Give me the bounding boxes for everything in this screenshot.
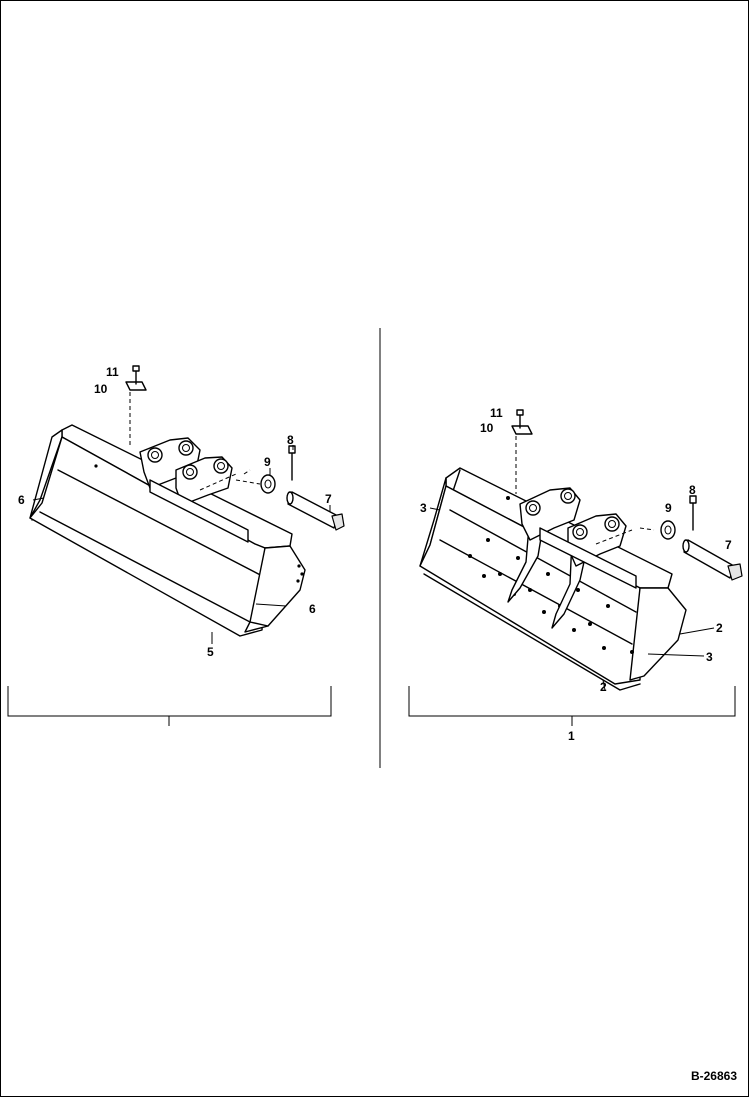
left-assembly-bracket [7, 686, 332, 717]
callout-11-left: 11 [106, 365, 119, 379]
right-assembly-bracket [408, 686, 736, 717]
callout-2-right-a: 2 [716, 621, 723, 635]
callout-2-right-b: 2 [600, 680, 607, 694]
right-bucket-drawing [419, 409, 743, 691]
callout-6-left-b: 6 [309, 602, 316, 616]
callout-8-left: 8 [287, 433, 294, 447]
callout-7-right: 7 [725, 538, 732, 552]
callout-9-right: 9 [665, 501, 672, 515]
callout-10-left: 10 [94, 382, 108, 396]
callout-5-left: 5 [207, 645, 214, 659]
callout-7-left: 7 [325, 492, 332, 506]
callout-3-right-a: 3 [420, 501, 427, 515]
callout-6-left-a: 6 [18, 493, 25, 507]
callout-8-right: 8 [689, 483, 696, 497]
callout-11-right: 11 [490, 406, 503, 420]
callout-10-right: 10 [480, 421, 494, 435]
assembly-number-right: 1 [568, 729, 575, 743]
document-id: B-26863 [690, 1069, 737, 1083]
left-bucket-drawing [29, 365, 345, 644]
callout-9-left: 9 [264, 455, 271, 469]
callout-3-right-b: 3 [706, 650, 713, 664]
